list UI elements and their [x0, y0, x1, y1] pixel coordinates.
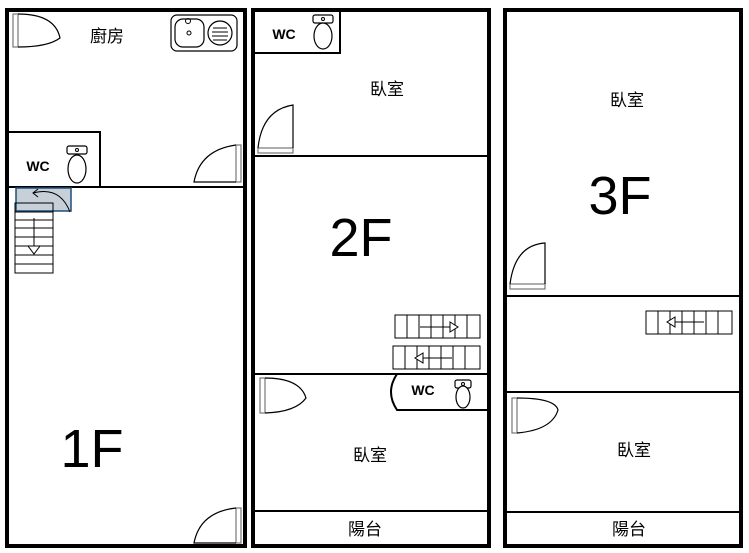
floor-3-balcony-label: 陽台 [612, 520, 646, 540]
floor-1-plan: 廚房 WC 1F [5, 8, 247, 548]
floor-1-front-door [193, 507, 242, 544]
floor-3-bedroom-top-door [509, 242, 546, 290]
floor-2-stairs [392, 314, 481, 370]
floor-2-bedroom-bottom-label: 臥室 [353, 446, 387, 466]
floor-3-label: 3F [588, 166, 651, 226]
floor-2-wc-mid-label: WC [411, 382, 434, 398]
toilet-icon [454, 379, 472, 409]
floor-3-stairs [645, 310, 733, 335]
floor-1-door-mid [193, 144, 242, 183]
floor-2-label: 2F [329, 208, 392, 268]
floor-1-stairs [14, 187, 72, 274]
floor-3-plan: 臥室 3F 臥室 陽台 [503, 8, 743, 548]
floor-1-wc-wall [7, 131, 101, 187]
floor-3-bedroom-bottom-door [511, 397, 559, 434]
floor-2-bedroom-bottom-door [259, 377, 307, 414]
floor-1-kitchen-door [12, 13, 61, 48]
floor-1-wc-label: WC [26, 158, 49, 174]
floor-2-balcony-label: 陽台 [348, 520, 382, 540]
floor-2-outline [251, 8, 491, 548]
floor-2-bedroom-top-label: 臥室 [370, 80, 404, 100]
floor-1-outline [5, 8, 247, 548]
sink-icon [170, 14, 238, 52]
floor-3-outline [503, 8, 743, 548]
kitchen-label: 廚房 [90, 26, 124, 47]
floor-3-bedroom-bottom-label: 臥室 [617, 441, 651, 461]
toilet-icon [66, 145, 88, 184]
floor-2-wc-mid-wall [390, 373, 487, 411]
toilet-icon [312, 14, 334, 50]
floor-2-wc-top-label: WC [272, 26, 295, 42]
floor-2-plan: WC 臥室 2F WC 臥室 陽台 [251, 8, 491, 548]
floor-2-bedroom-top-door [257, 104, 294, 154]
floor-2-wc-top-wall [255, 12, 341, 54]
floor-1-label: 1F [60, 419, 123, 479]
floor-3-bedroom-top-label: 臥室 [610, 91, 644, 111]
